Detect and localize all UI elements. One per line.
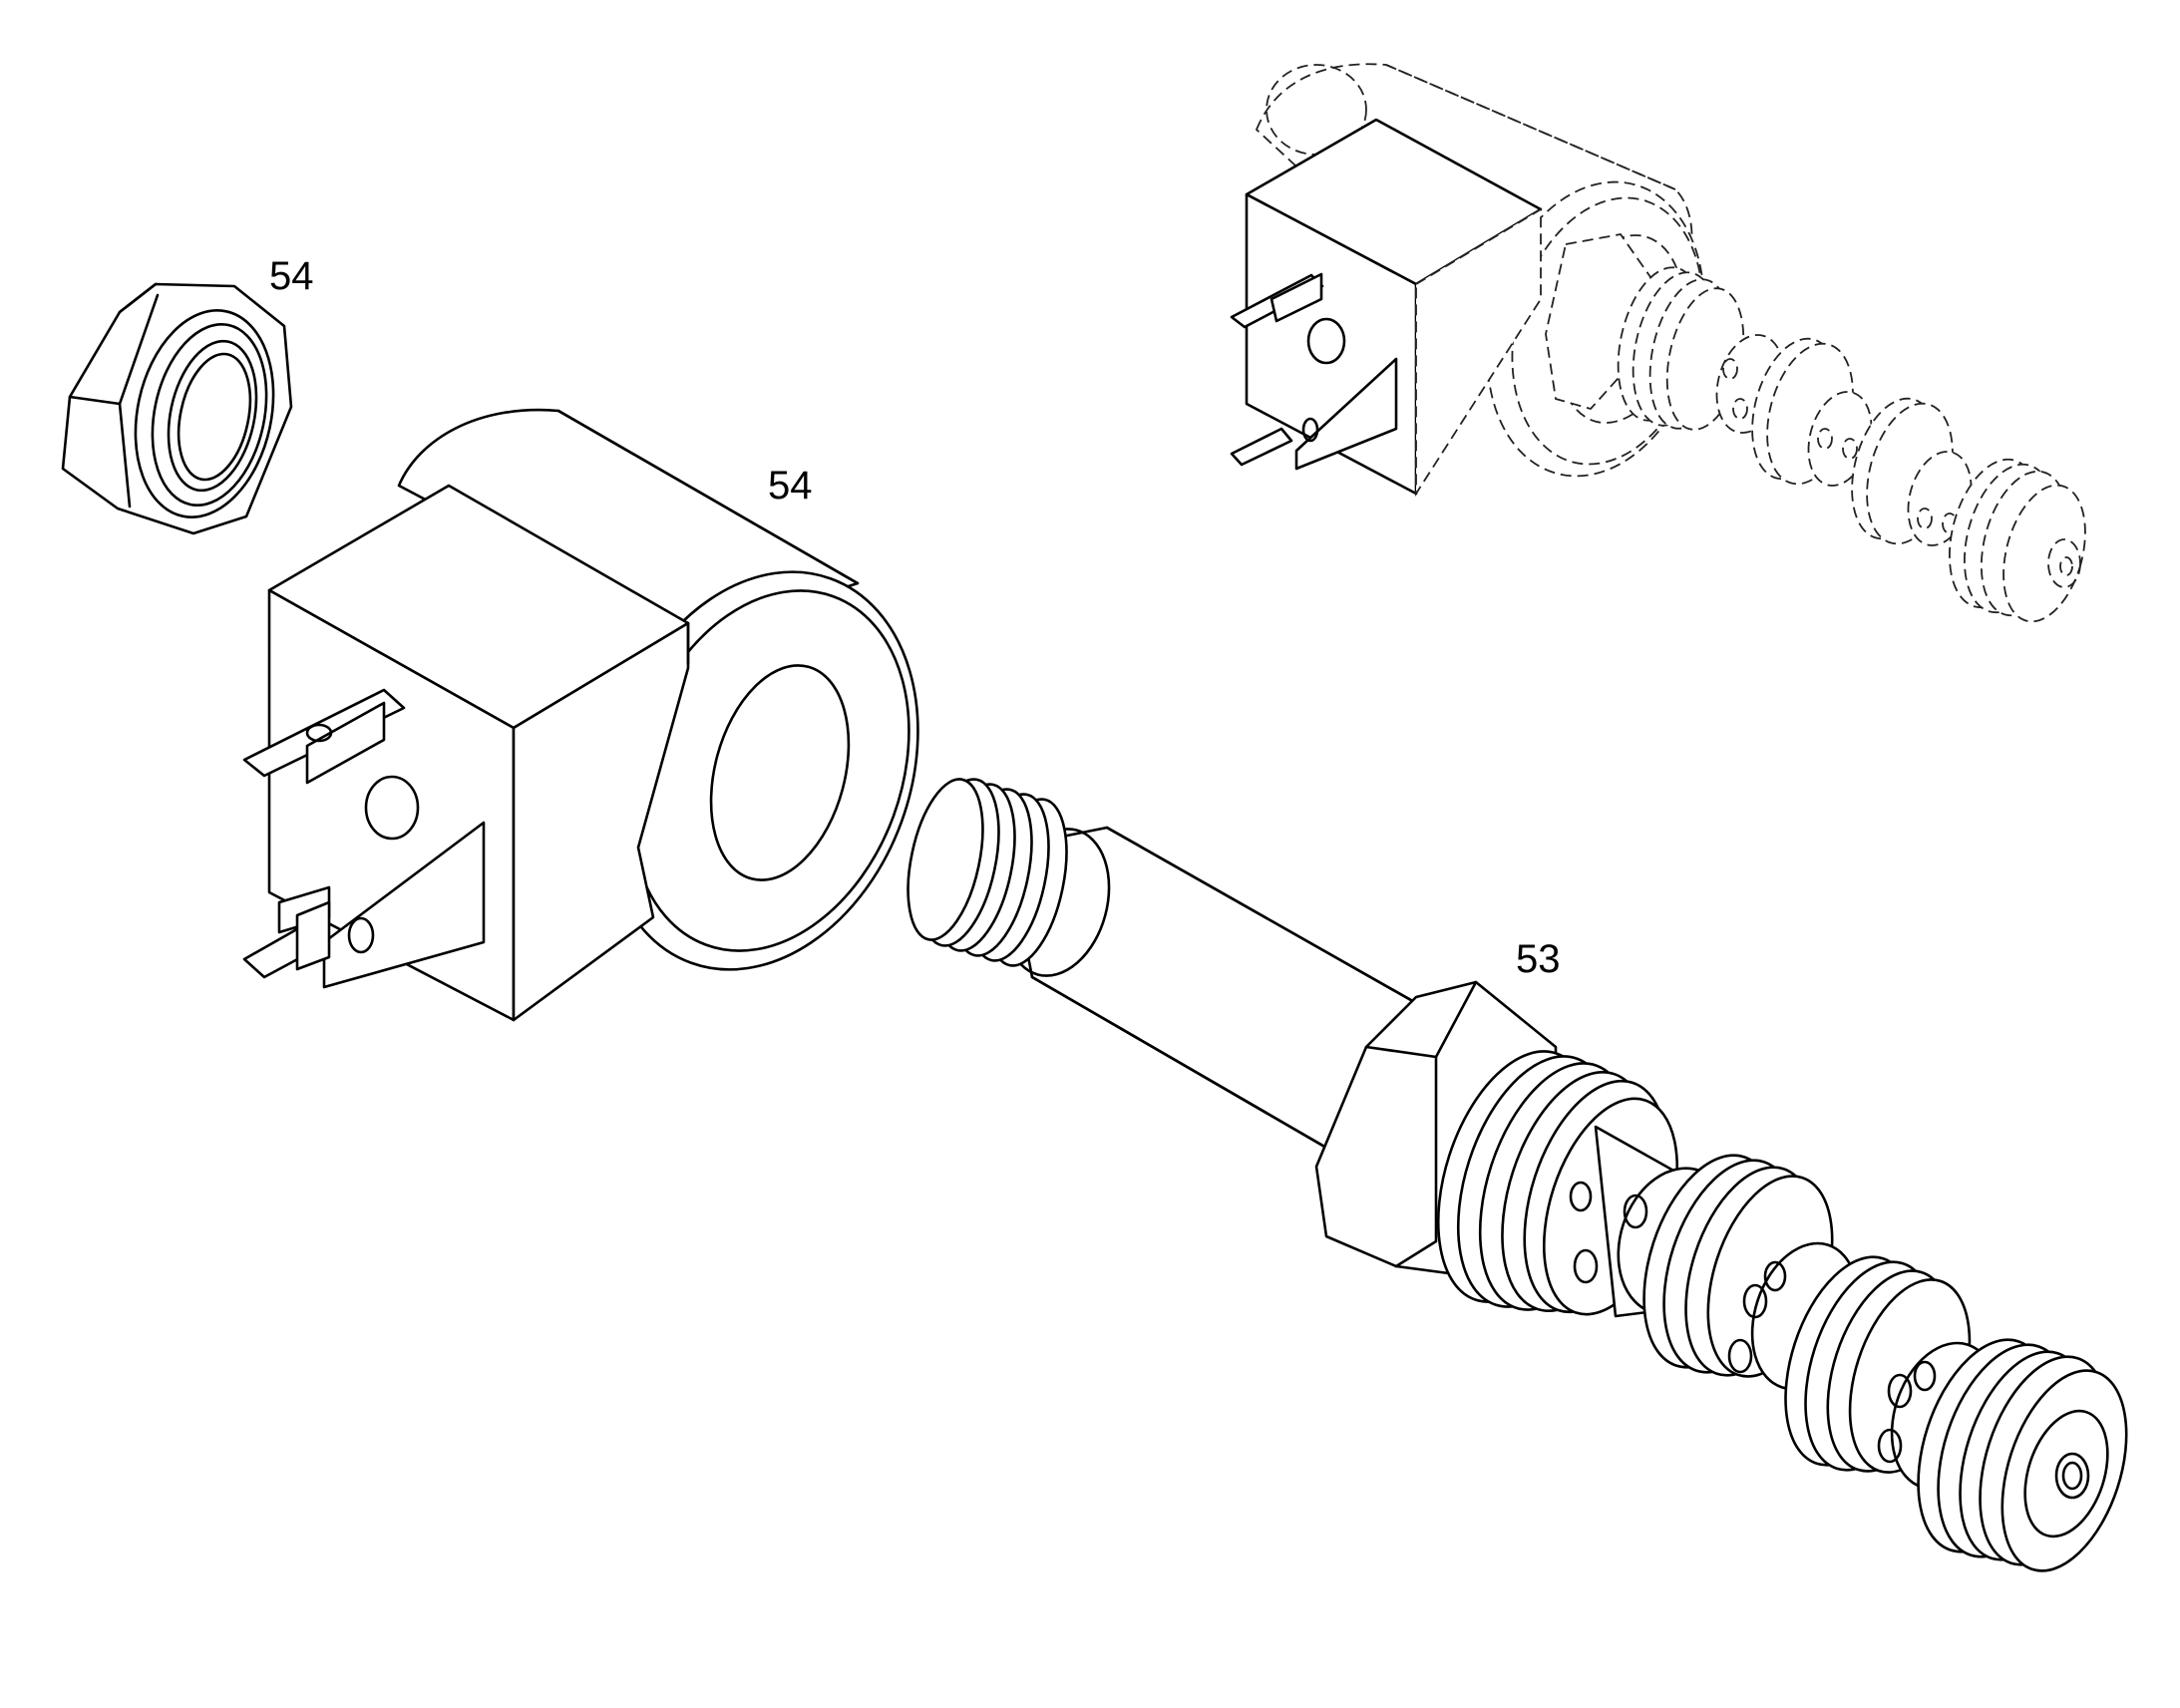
cartridge-valve bbox=[907, 778, 2128, 1572]
callout-cartridge: 53 bbox=[1516, 937, 1561, 981]
assembled-view bbox=[1230, 63, 2086, 623]
thread-rings-top bbox=[907, 778, 1068, 967]
hex-nut bbox=[61, 282, 293, 535]
solenoid-coil bbox=[242, 408, 919, 1022]
callout-coil: 54 bbox=[768, 464, 813, 508]
spool-stage-3 bbox=[1877, 1338, 2128, 1572]
callout-nut: 54 bbox=[269, 254, 314, 298]
